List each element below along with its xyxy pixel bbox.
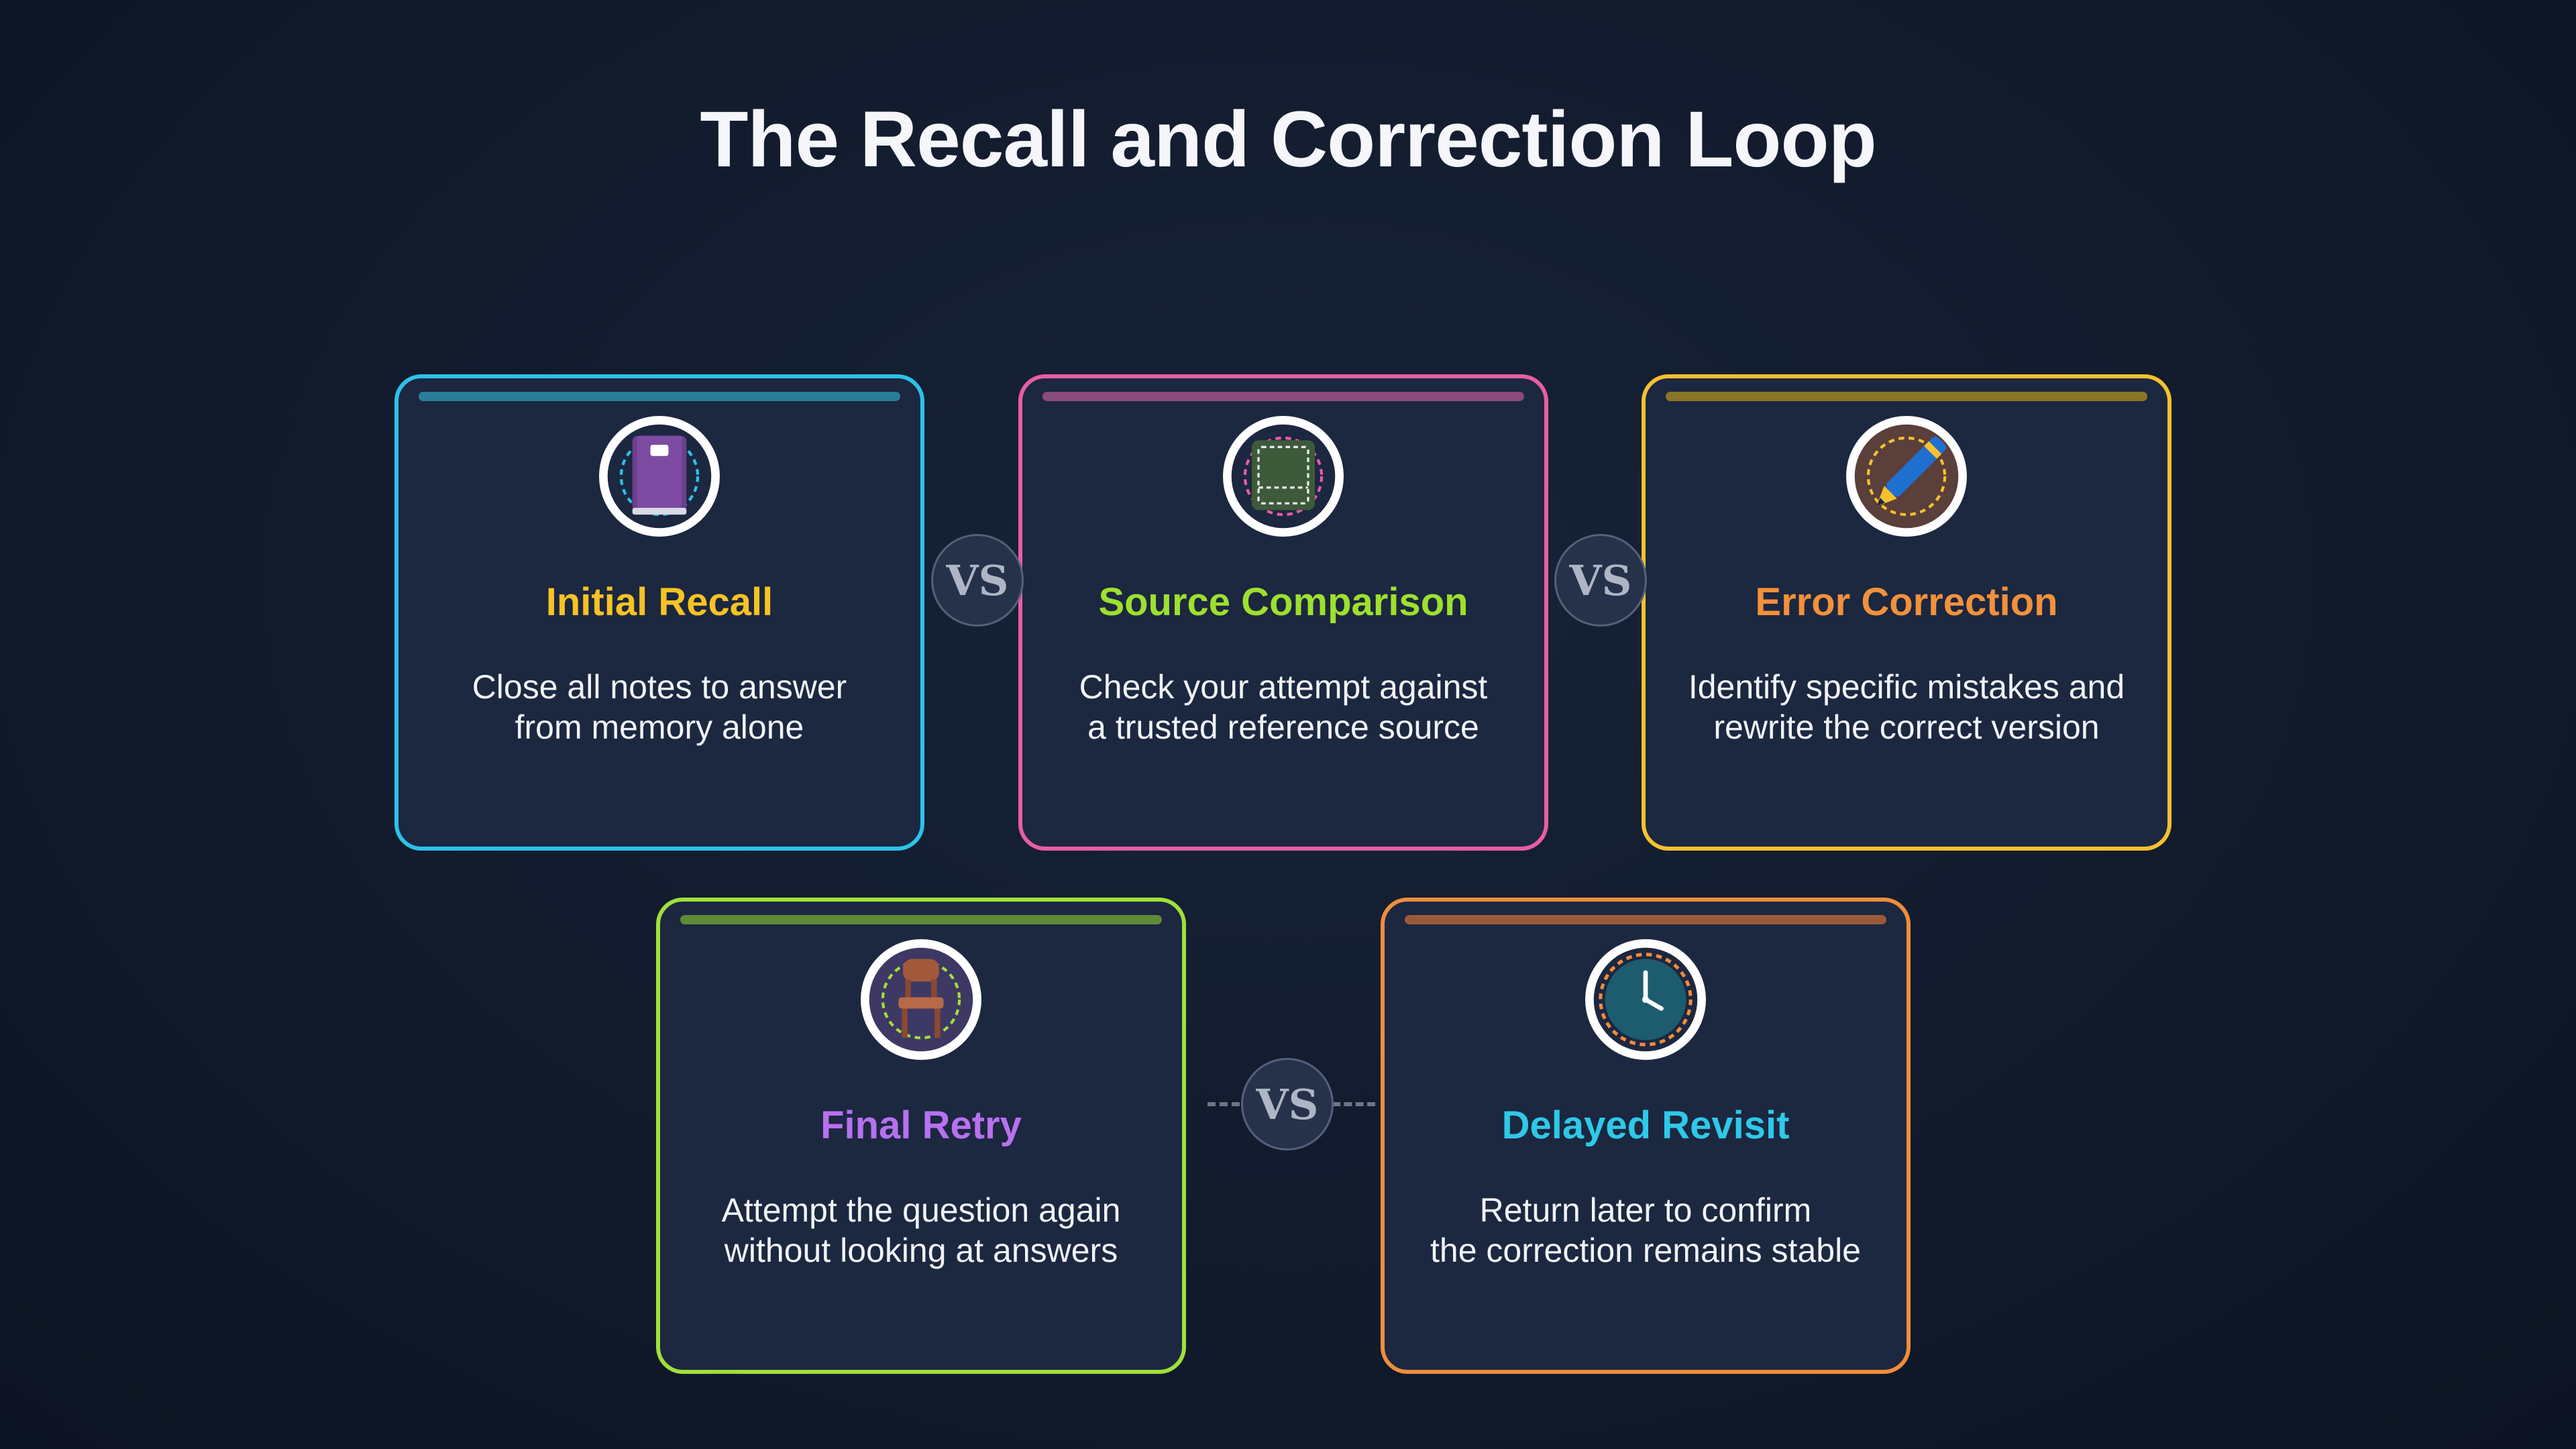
step-card-final-retry: Final Retry Attempt the question again w… <box>656 898 1186 1374</box>
board-icon <box>1223 416 1344 537</box>
description-line: a trusted reference source <box>1087 708 1479 746</box>
notebook-icon <box>599 416 720 537</box>
dashed-connector <box>1208 1102 1240 1106</box>
step-label: Final Retry <box>820 1104 1022 1147</box>
card-accent-bar <box>419 392 900 401</box>
pen-icon <box>1846 416 1967 537</box>
step-card-initial-recall: Initial Recall Close all notes to answer… <box>394 374 924 851</box>
step-description: Close all notes to answer from memory al… <box>425 667 894 747</box>
vs-badge-1: VS <box>931 534 1024 627</box>
description-line: without looking at answers <box>724 1232 1118 1269</box>
step-description: Attempt the question again without looki… <box>687 1190 1155 1271</box>
step-description: Return later to confirm the correction r… <box>1411 1190 1880 1271</box>
step-label: Delayed Revisit <box>1501 1104 1790 1147</box>
step-label: Error Correction <box>1755 580 2058 624</box>
chair-icon <box>861 939 981 1060</box>
step-card-delayed-revisit: Delayed Revisit Return later to confirm … <box>1381 898 1911 1374</box>
clock-icon <box>1585 939 1706 1060</box>
dashed-connector <box>1332 1102 1375 1106</box>
card-accent-bar <box>1666 392 2147 401</box>
step-label: Source Comparison <box>1098 580 1468 624</box>
description-line: Return later to confirm <box>1479 1191 1812 1229</box>
vs-badge-2: VS <box>1554 534 1647 627</box>
card-accent-bar <box>1042 392 1524 401</box>
card-accent-bar <box>680 915 1162 924</box>
description-line: Identify specific mistakes and <box>1688 668 2125 706</box>
description-line: the correction remains stable <box>1430 1232 1861 1269</box>
description-line: rewrite the correct version <box>1713 708 2100 746</box>
description-line: from memory alone <box>515 708 804 746</box>
step-label: Initial Recall <box>545 580 773 624</box>
step-description: Identify specific mistakes and rewrite t… <box>1672 667 2141 747</box>
card-accent-bar <box>1405 915 1886 924</box>
description-line: Check your attempt against <box>1079 668 1488 706</box>
description-line: Close all notes to answer <box>472 668 847 706</box>
step-card-error-correction: Error Correction Identify specific mista… <box>1642 374 2171 851</box>
vs-badge-3: VS <box>1241 1058 1334 1150</box>
page-title: The Recall and Correction Loop <box>700 95 1876 184</box>
step-card-source-comparison: Source Comparison Check your attempt aga… <box>1018 374 1548 851</box>
step-description: Check your attempt against a trusted ref… <box>1049 667 1517 747</box>
description-line: Attempt the question again <box>721 1191 1121 1229</box>
